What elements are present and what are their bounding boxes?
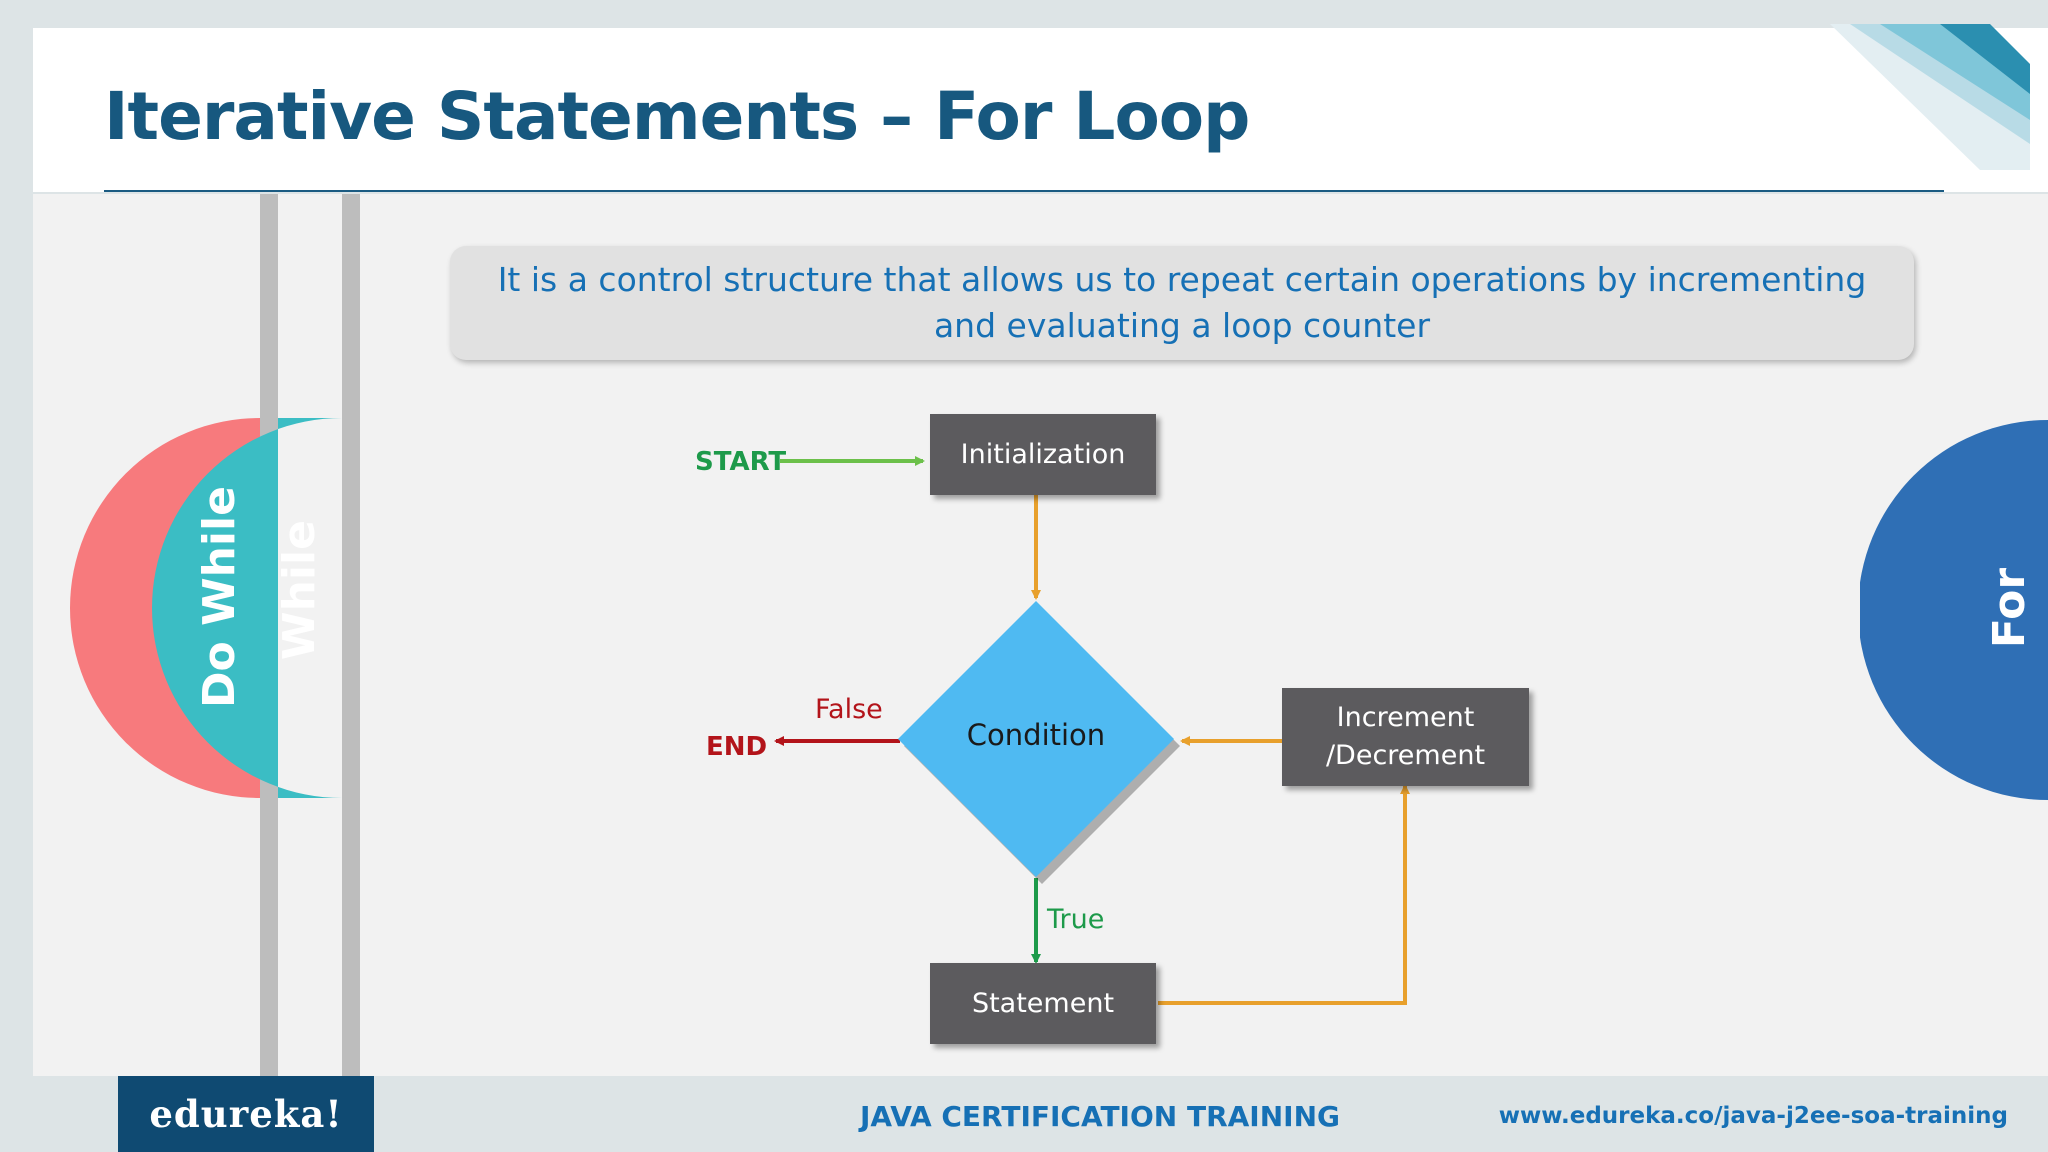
increment-label: Increment	[1336, 702, 1475, 733]
end-label: END	[706, 732, 768, 762]
while-panel[interactable]	[278, 194, 342, 1076]
corner-decoration	[1830, 24, 2030, 170]
for-tab-circle[interactable]	[1860, 418, 2048, 802]
course-url-link[interactable]: www.edureka.co/java-j2ee-soa-training	[1498, 1103, 2008, 1129]
description-text: It is a control structure that allows us…	[497, 260, 1867, 345]
title-divider	[104, 190, 1944, 192]
true-label: True	[1047, 904, 1105, 935]
panel-divider	[342, 194, 360, 1076]
start-label: START	[695, 447, 787, 477]
slide-header	[33, 28, 2048, 192]
false-label: False	[815, 694, 883, 725]
statement-to-increment-arrow	[1158, 784, 1410, 1005]
statement-box: Statement	[930, 963, 1156, 1044]
decrement-label: /Decrement	[1325, 740, 1486, 771]
edureka-logo[interactable]: edureka!	[118, 1076, 374, 1152]
while-tab-circle	[152, 418, 342, 798]
initialization-box: Initialization	[930, 414, 1156, 495]
course-name: JAVA CERTIFICATION TRAINING	[860, 1100, 1340, 1133]
condition-label: Condition	[966, 718, 1106, 752]
tab-circles	[70, 418, 342, 798]
logo-text: edureka!	[149, 1092, 343, 1136]
slide-title: Iterative Statements – For Loop	[104, 78, 1250, 155]
description-banner: It is a control structure that allows us…	[450, 246, 1914, 360]
condition-diamond	[898, 601, 1174, 877]
increment-decrement-box: Increment /Decrement	[1282, 688, 1529, 786]
